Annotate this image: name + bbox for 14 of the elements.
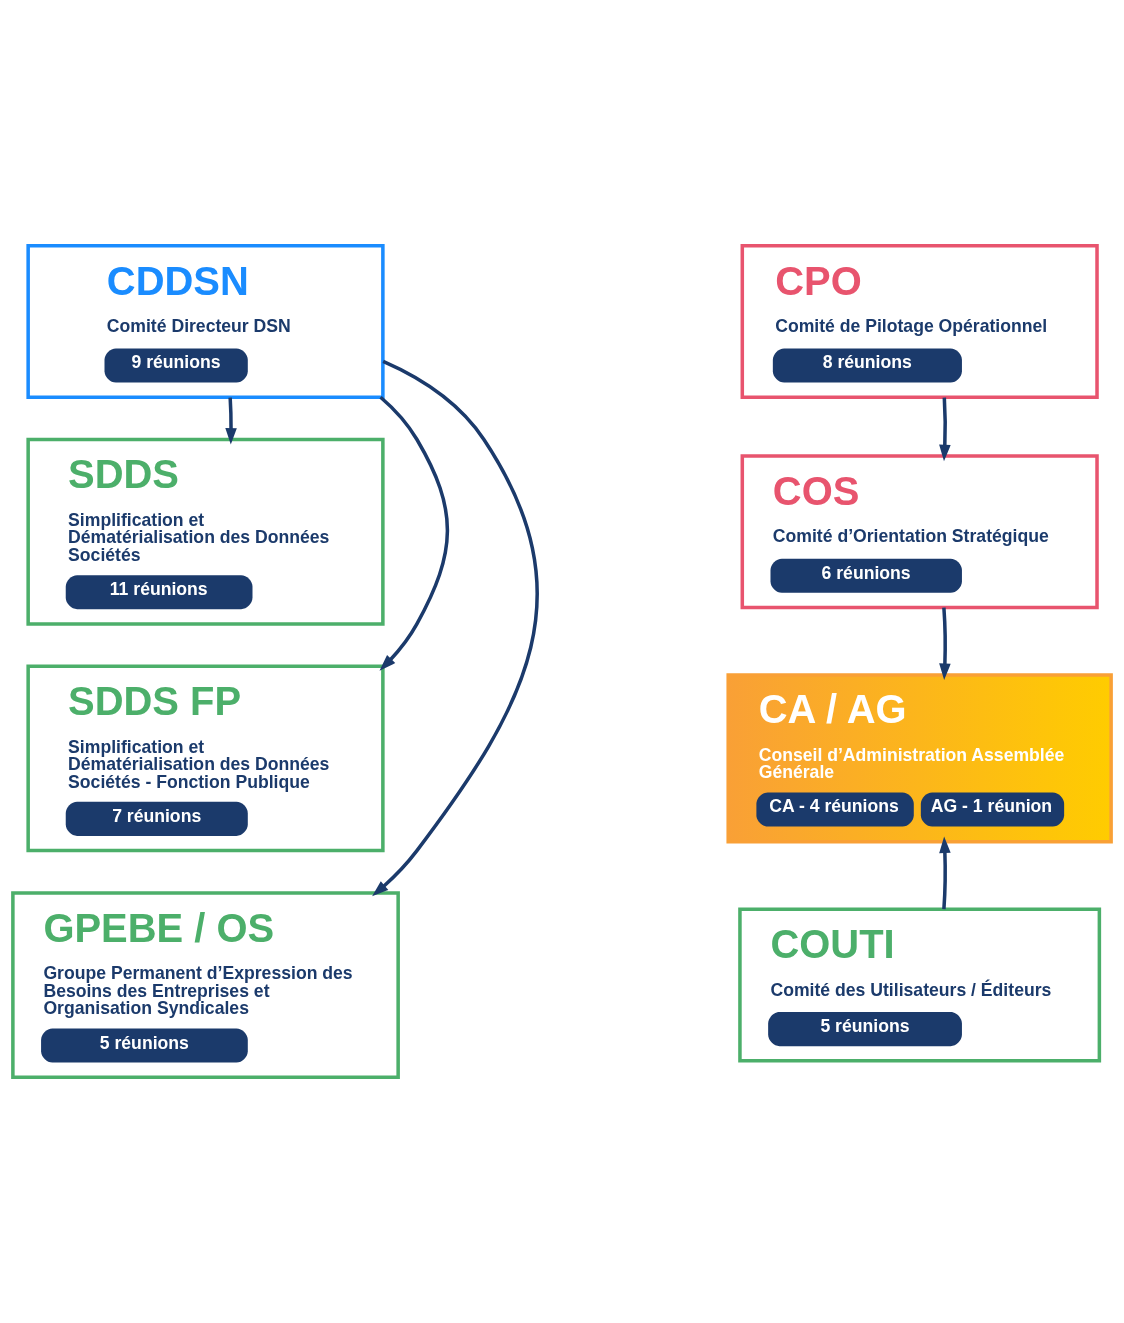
node-box: COUTI Comité des Utilisateurs / Éditeurs 5 réunions [738, 907, 1102, 1063]
arrow [372, 359, 539, 897]
node-box: CA / AG Conseil d’Administration Assemblée Générale CA - 4 réunions AG - 1 réunion [726, 673, 1113, 844]
arrow [939, 836, 951, 910]
node-box: COS Comité d’Orientation Stratégique 6 réunions [740, 454, 1099, 610]
arrow [379, 395, 450, 671]
node-box: CPO Comité de Pilotage Opérationnel 8 réunions [740, 243, 1099, 399]
node-box: SDDS Simplification et Dématérialisation des Données Sociétés 11 réunions [26, 437, 385, 626]
arrow [225, 397, 237, 445]
arrow [939, 607, 951, 681]
arrow [939, 397, 951, 462]
node-box: SDDS FP Simplification et Dématérialisation des Données Sociétés - Fonction Publique 7 réunions [26, 664, 385, 853]
node-box: CDDSN Comité Directeur DSN 9 réunions [26, 243, 385, 399]
node-box: GPEBE / OS Groupe Permanent d’Expression des Besoins des Entreprises et Organisation Syndicales 5 réunions [11, 891, 400, 1080]
